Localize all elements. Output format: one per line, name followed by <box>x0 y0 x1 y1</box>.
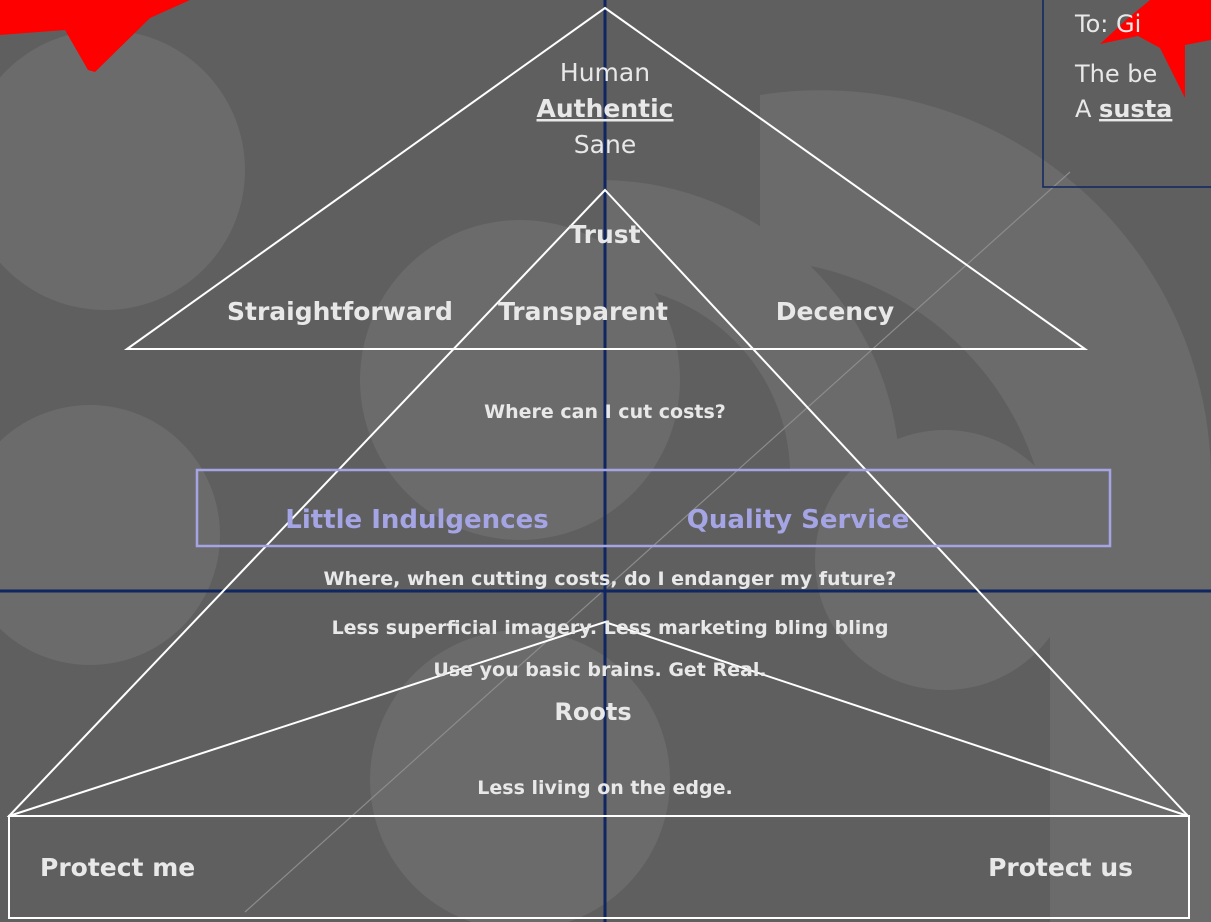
straightforward-label: Straightforward <box>227 297 453 326</box>
roots-label: Roots <box>554 698 631 726</box>
transparent-label: Transparent <box>498 297 668 326</box>
human-label: Human <box>560 58 650 87</box>
protect-me-label: Protect me <box>40 853 195 882</box>
decency-label: Decency <box>776 297 894 326</box>
callout-line-3-bold: susta <box>1099 95 1172 123</box>
little-indulgences-label: Little Indulgences <box>285 505 548 535</box>
bg-circle-left <box>0 405 220 665</box>
less-edge-label: Less living on the edge. <box>477 777 732 799</box>
authentic-label: Authentic <box>537 94 674 123</box>
trust-label: Trust <box>569 220 640 249</box>
callout-line-3: A susta <box>1075 95 1172 123</box>
callout-line-3-prefix: A <box>1075 95 1099 123</box>
sane-label: Sane <box>574 130 636 159</box>
endanger-label: Where, when cutting costs, do I endanger… <box>324 568 897 590</box>
callout-line-1: To: Gi <box>1074 10 1141 38</box>
cut-costs-label: Where can I cut costs? <box>484 401 726 423</box>
protect-us-label: Protect us <box>988 853 1133 882</box>
quality-service-label: Quality Service <box>687 505 910 535</box>
bg-circle-top-left <box>0 30 245 310</box>
callout-line-2: The be <box>1074 60 1157 88</box>
basic-brains-label: Use you basic brains. Get Real. <box>433 659 766 681</box>
less-imagery-label: Less superficial imagery. Less marketing… <box>332 617 889 639</box>
